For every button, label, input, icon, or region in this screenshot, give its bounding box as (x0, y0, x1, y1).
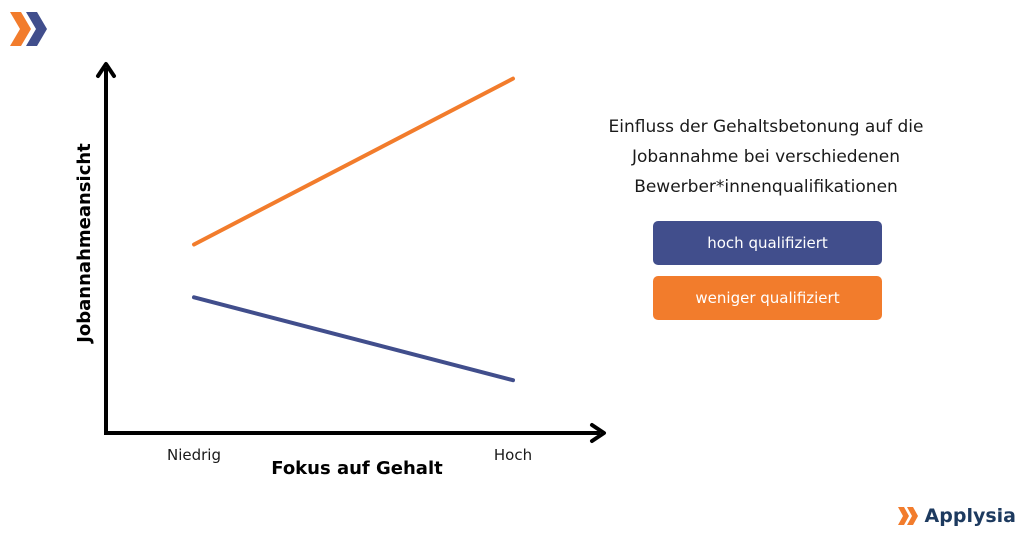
double-chevron-icon (10, 12, 47, 46)
y-axis-arrow-head (96, 62, 116, 78)
double-chevron-icon (897, 507, 918, 525)
y-axis-title: Jobannahmeansicht (74, 143, 95, 345)
x-axis-title: Fokus auf Gehalt (271, 458, 443, 479)
axes (96, 62, 606, 443)
chart-title-line: Bewerber*innenqualifikationen (634, 177, 898, 197)
series-line-2 (192, 76, 515, 247)
brand-name: Applysia (924, 505, 1016, 527)
chart-title-line: Jobannahme bei verschiedenen (631, 147, 901, 167)
series-line-1 (192, 295, 515, 383)
x-tick-label: Hoch (494, 446, 532, 464)
chart-title: Einfluss der Gehaltsbetonung auf die Job… (560, 112, 972, 202)
x-axis-arrow-head (590, 423, 606, 443)
x-tick-label: Niedrig (167, 446, 221, 464)
x-tick-labels: Niedrig Hoch (167, 446, 532, 464)
legend-item-hoch-qualifiziert: hoch qualifiziert (653, 221, 882, 265)
brand-logo: Applysia (897, 505, 1016, 527)
series-layer (192, 76, 515, 383)
chart-title-line: Einfluss der Gehaltsbetonung auf die (608, 117, 924, 137)
legend-item-weniger-qualifiziert: weniger qualifiziert (653, 276, 882, 320)
